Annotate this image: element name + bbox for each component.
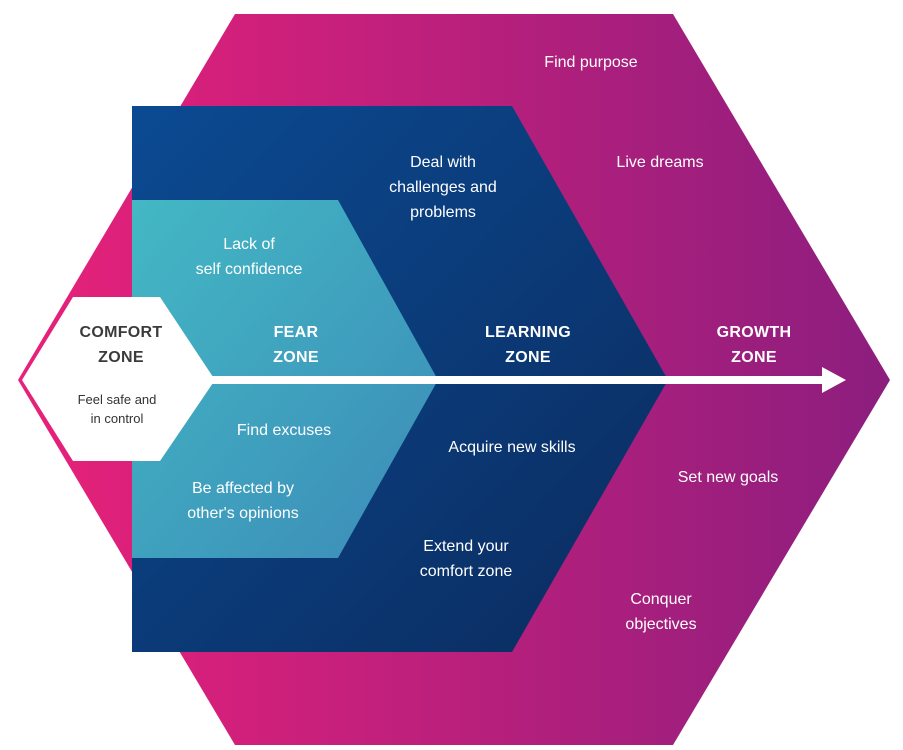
growth-zone-item: Find purpose — [544, 54, 638, 71]
growth-zone-title: GROWTH ZONE — [716, 324, 792, 366]
fear-zone-item: Lack of self confidence — [195, 236, 303, 278]
learning-zone-item: Acquire new skills — [448, 439, 576, 456]
arrow-head — [822, 367, 846, 393]
learning-zone-item: Deal with challenges and problems — [389, 154, 497, 221]
learning-zone-item: Extend your comfort zone — [419, 538, 513, 580]
growth-arrow — [205, 367, 846, 393]
growth-zone-item: Live dreams — [616, 154, 704, 171]
comfort-zone-title: COMFORT ZONE — [79, 324, 163, 366]
fear-zone-item: Find excuses — [236, 422, 332, 439]
arrow-shaft — [205, 376, 825, 384]
comfort-zone-shape — [22, 297, 215, 461]
fear-zone-title: FEAR ZONE — [273, 324, 319, 366]
comfort-zone-item: Feel safe and in control — [77, 392, 157, 426]
growth-zone-item: Set new goals — [677, 469, 779, 486]
growth-zone-item: Conquer objectives — [625, 591, 697, 633]
fear-zone-item: Be affected by other's opinions — [187, 480, 299, 522]
learning-zone-title: LEARNING ZONE — [485, 324, 571, 366]
